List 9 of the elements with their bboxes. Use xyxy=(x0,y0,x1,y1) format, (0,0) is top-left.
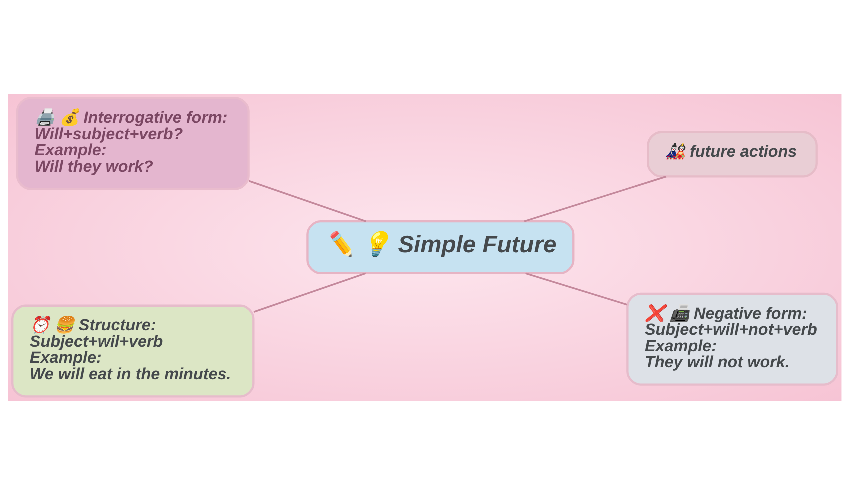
node-box: ❌ 📠 Negative form: Subject+will+not+verb Example: They will not work. xyxy=(626,292,838,386)
node-box: 🖨 💰 Interrogative form: Will+subject+verb? Example: Will they work? xyxy=(16,96,250,190)
node-box: ⏰ 🍔 Structure: Subject+wil+verb Example: We will eat in the minutes. xyxy=(12,304,255,398)
connector xyxy=(524,175,667,222)
connector xyxy=(254,272,366,313)
node-box: 🎎 future actions xyxy=(647,130,818,178)
connector xyxy=(526,272,628,306)
connector xyxy=(248,180,366,222)
node-box: ✏ 💡 Simple Future xyxy=(306,220,575,274)
